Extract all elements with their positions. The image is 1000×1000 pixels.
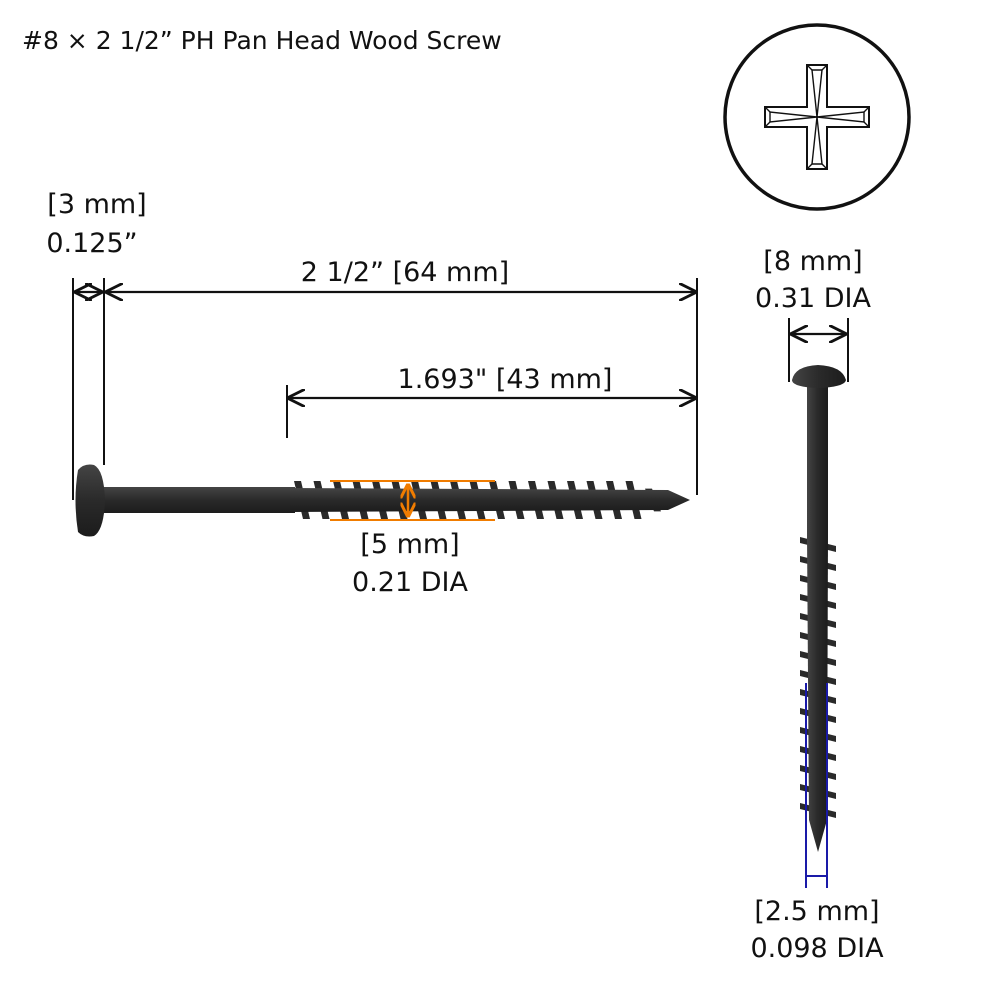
head-height-inch: 0.125”: [46, 228, 137, 259]
screw-head: [792, 365, 846, 388]
screw-threaded-core: [290, 488, 690, 512]
root-dia-marker: [805, 683, 828, 888]
title: #8 × 2 1/2” PH Pan Head Wood Screw: [22, 26, 502, 55]
head-dia-inch: 0.31 DIA: [755, 283, 871, 314]
thread-dia-inch: 0.21 DIA: [352, 567, 468, 598]
thread-dia-mm: [5 mm]: [360, 529, 459, 560]
horizontal-screw: [75, 464, 690, 537]
head-height-mm: [3 mm]: [47, 189, 146, 220]
screw-threaded-core: [807, 535, 828, 852]
overall-length-label: 2 1/2” [64 mm]: [301, 257, 509, 288]
head-dia-mm: [8 mm]: [763, 246, 862, 277]
screw-head: [75, 464, 105, 537]
thread-length-label: 1.693" [43 mm]: [398, 364, 613, 395]
screw-shank: [100, 487, 295, 513]
root-dia-mm: [2.5 mm]: [754, 896, 879, 927]
root-dia-inch: 0.098 DIA: [750, 933, 884, 964]
screw-shank: [807, 385, 828, 540]
vertical-screw: [792, 365, 846, 852]
phillips-drive-icon: [723, 23, 911, 211]
